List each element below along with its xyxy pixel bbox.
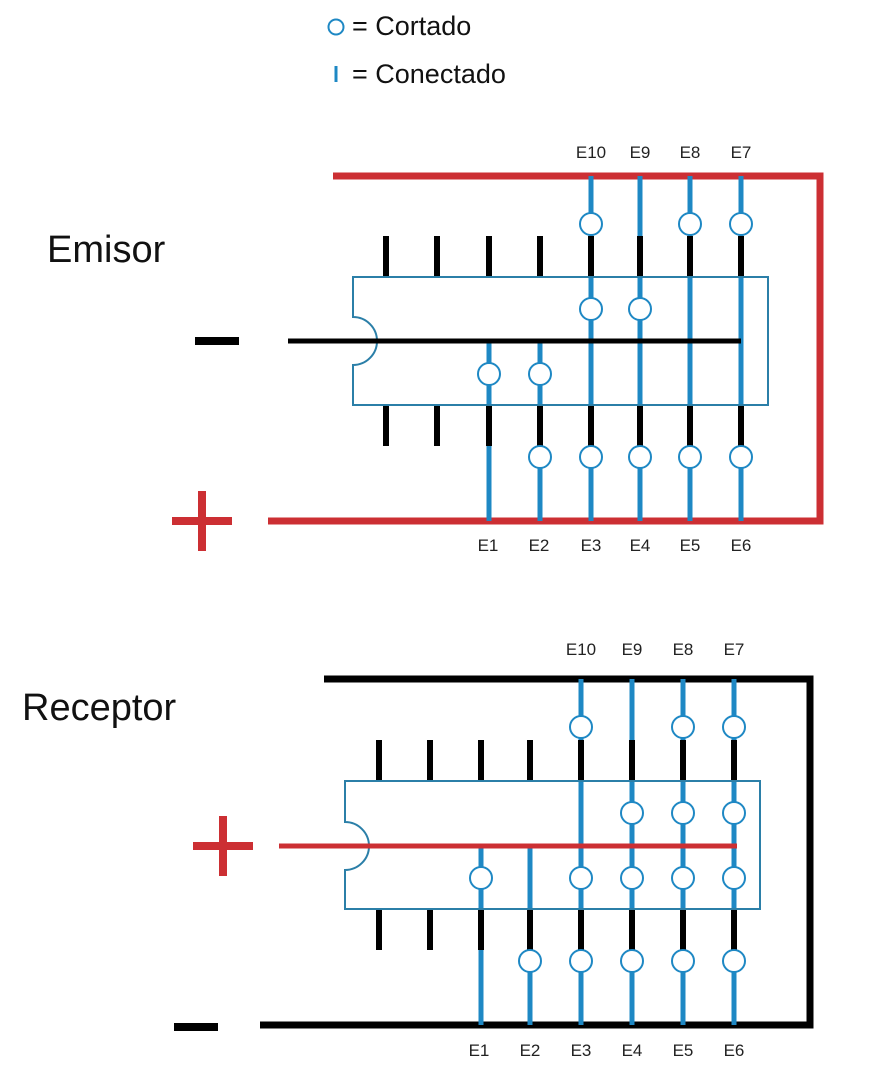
cut-circle-icon [729,445,753,469]
cut-circle-icon [628,297,652,321]
cut-circle-icon [477,362,501,386]
cut-circle-icon [722,715,746,739]
outer-bus-line [268,172,824,525]
pin-label-e3: E3 [581,536,602,555]
pin-label-e4: E4 [630,536,651,555]
pin-label-e3: E3 [571,1041,592,1060]
pin-label-e9: E9 [622,640,643,659]
cut-circle-icon [671,715,695,739]
cut-circle-icon [579,212,603,236]
cut-circle-icon [628,445,652,469]
cut-circle-icon [579,297,603,321]
pin-label-e5: E5 [680,536,701,555]
cut-circle-icon [729,212,753,236]
pin-label-e8: E8 [673,640,694,659]
pin-label-e6: E6 [724,1041,745,1060]
pin-label-e8: E8 [680,143,701,162]
cut-circle-icon [518,949,542,973]
cut-circle-icon [569,866,593,890]
cut-circle-icon [671,801,695,825]
cut-circle-icon [528,362,552,386]
cut-circle-icon [620,801,644,825]
pin-label-e10: E10 [576,143,606,162]
cut-circle-icon [569,949,593,973]
cut-circle-icon [569,715,593,739]
cut-circle-icon [722,801,746,825]
pin-label-e2: E2 [520,1041,541,1060]
pin-label-e7: E7 [724,640,745,659]
pin-label-e6: E6 [731,536,752,555]
outer-bus-line [260,675,814,1029]
pin-label-e7: E7 [731,143,752,162]
legend-cut-circle-icon [327,18,345,36]
pin-label-e4: E4 [622,1041,643,1060]
cut-circle-icon [620,949,644,973]
pin-label-e2: E2 [529,536,550,555]
diagram-title: Emisor [47,229,166,271]
legend: = Cortado = Conectado [327,11,506,89]
cut-circle-icon [469,866,493,890]
chip-outline [352,276,769,406]
cut-circle-icon [579,445,603,469]
cut-circle-icon [678,212,702,236]
cut-circle-icon [671,866,695,890]
legend-cut-label: = Cortado [352,11,471,41]
pin-label-e1: E1 [469,1041,490,1060]
cut-circle-icon [528,445,552,469]
pin-label-e5: E5 [673,1041,694,1060]
chip-outline [344,780,761,910]
cut-circle-icon [722,866,746,890]
pin-label-e9: E9 [630,143,651,162]
legend-connected-label: = Conectado [352,59,506,89]
cut-circle-icon [722,949,746,973]
pin-label-e1: E1 [478,536,499,555]
cut-circle-icon [620,866,644,890]
pin-label-e10: E10 [566,640,596,659]
diagram-title: Receptor [22,687,177,729]
cut-circle-icon [671,949,695,973]
cut-circle-icon [678,445,702,469]
